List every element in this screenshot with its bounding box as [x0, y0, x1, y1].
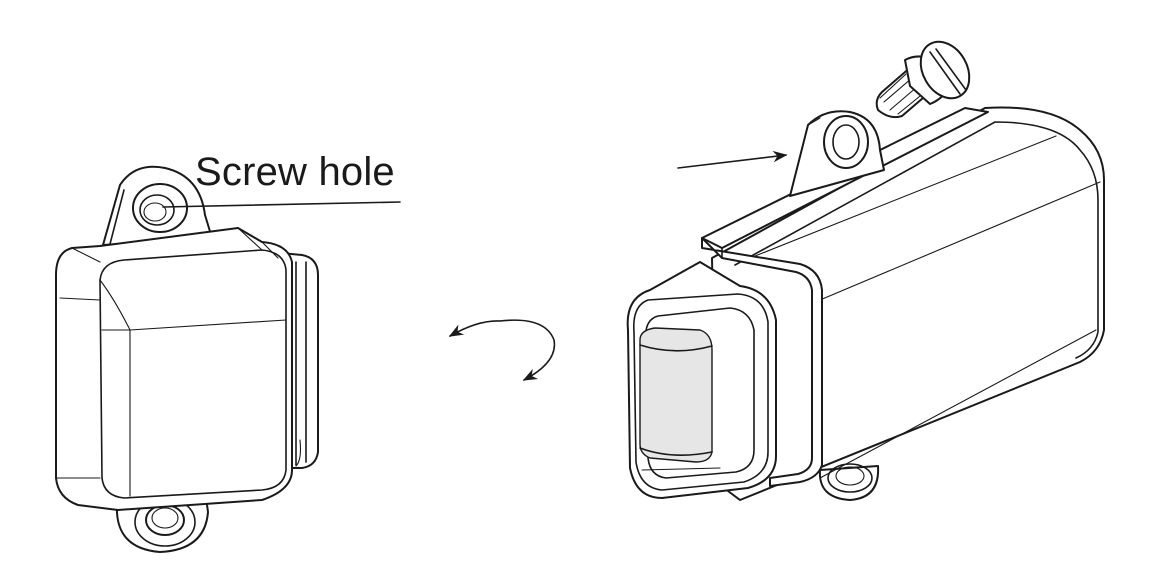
top-tab-right: [789, 110, 885, 197]
bottom-tab-right: [818, 463, 880, 501]
screw-hole-leader-line: [162, 201, 401, 208]
mounted-device-right: [626, 106, 1105, 501]
screw-hole-left: [132, 183, 188, 233]
device-body-left: [55, 227, 293, 511]
device-housing-right: [711, 106, 1105, 501]
side-clip-rail: [269, 251, 319, 469]
screw-hole-pointer-arrow: [677, 150, 788, 169]
screw-hole-right: [823, 115, 869, 169]
rotation-arrow: [448, 319, 556, 381]
front-end-cap: [626, 261, 777, 499]
screw-hole-label: Screw hole: [195, 150, 395, 194]
screw: [875, 40, 971, 119]
top-mounting-tab: [102, 165, 213, 246]
mounted-device-left: [55, 165, 401, 553]
